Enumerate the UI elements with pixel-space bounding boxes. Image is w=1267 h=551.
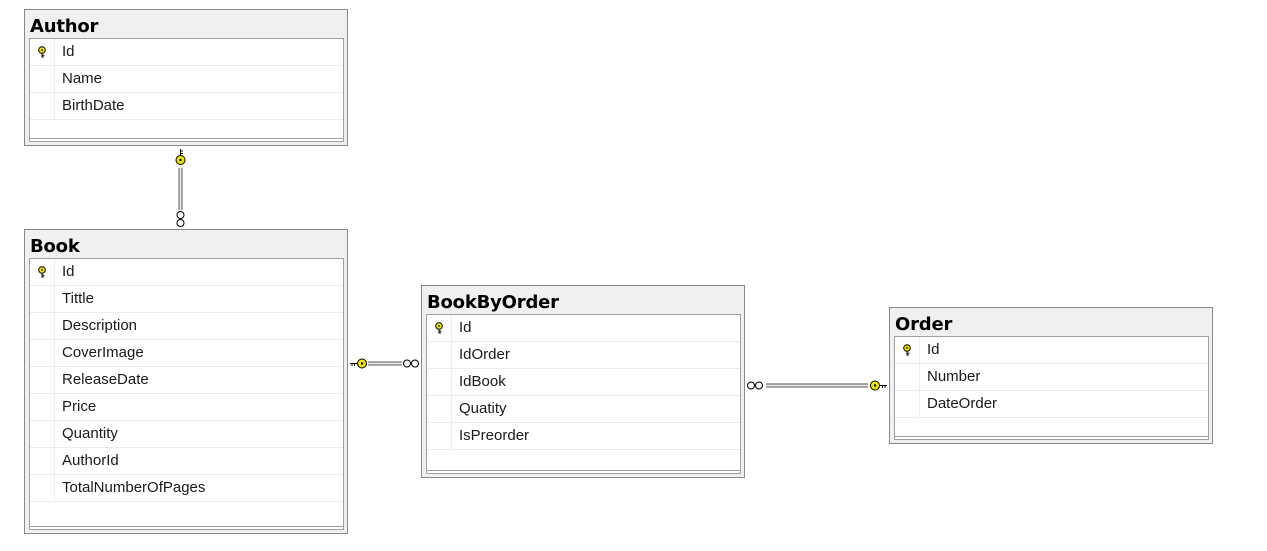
column-name: Number — [927, 368, 981, 385]
column-row[interactable]: IdOrder — [427, 342, 740, 369]
relationship-bookbyorder-order[interactable] — [747, 380, 888, 391]
key-icon — [175, 149, 186, 165]
table-title: Book — [30, 236, 80, 257]
key-icon — [350, 358, 367, 369]
infinity-icon — [747, 381, 763, 390]
column-row[interactable]: IsPreorder — [427, 423, 740, 450]
table-title: BookByOrder — [427, 292, 559, 313]
column-row[interactable]: Description — [30, 313, 343, 340]
key-cell — [30, 313, 55, 339]
column-row[interactable]: Price — [30, 394, 343, 421]
key-cell — [30, 394, 55, 420]
key-cell — [427, 342, 452, 368]
column-name: Name — [62, 70, 103, 87]
column-name: BirthDate — [62, 97, 125, 114]
column-name: DateOrder — [927, 395, 998, 412]
column-row[interactable]: CoverImage — [30, 340, 343, 367]
infinity-icon — [176, 211, 185, 227]
key-cell — [30, 286, 55, 312]
column-row[interactable]: Name — [30, 66, 343, 93]
column-name: Id — [459, 319, 472, 336]
column-row[interactable]: DateOrder — [895, 391, 1208, 418]
key-cell — [30, 39, 55, 65]
column-row[interactable]: Id — [30, 259, 343, 286]
column-row[interactable]: AuthorId — [30, 448, 343, 475]
column-name: Id — [62, 43, 75, 60]
column-row[interactable]: BirthDate — [30, 93, 343, 120]
key-cell — [30, 367, 55, 393]
column-name: IdOrder — [459, 346, 510, 363]
column-name: Quantity — [62, 425, 118, 442]
table-title: Order — [895, 314, 953, 335]
key-cell — [30, 340, 55, 366]
key-cell — [895, 337, 920, 363]
column-name: Id — [62, 263, 75, 280]
key-cell — [30, 475, 55, 501]
column-row[interactable]: Number — [895, 364, 1208, 391]
key-cell — [427, 396, 452, 422]
column-name: CoverImage — [62, 344, 144, 361]
key-cell — [427, 315, 452, 341]
key-cell — [30, 66, 55, 92]
table-title: Author — [30, 16, 99, 37]
column-row[interactable]: Id — [30, 39, 343, 66]
key-cell — [30, 448, 55, 474]
column-name: AuthorId — [62, 452, 119, 469]
relationship-book-bookbyorder[interactable] — [350, 358, 419, 369]
key-cell — [895, 364, 920, 390]
column-row[interactable]: ReleaseDate — [30, 367, 343, 394]
key-cell — [30, 259, 55, 285]
key-cell — [895, 391, 920, 417]
column-name: Quatity — [459, 400, 507, 417]
column-name: Tittle — [62, 290, 94, 307]
column-row[interactable]: TotalNumberOfPages — [30, 475, 343, 502]
column-row[interactable]: IdBook — [427, 369, 740, 396]
column-row[interactable]: Tittle — [30, 286, 343, 313]
key-cell — [427, 369, 452, 395]
relationship-author-book[interactable] — [175, 149, 186, 227]
column-row[interactable]: Id — [895, 337, 1208, 364]
key-cell — [427, 423, 452, 449]
key-icon — [870, 380, 887, 391]
column-name: IdBook — [459, 373, 506, 390]
column-name: ReleaseDate — [62, 371, 149, 388]
key-cell — [30, 93, 55, 119]
column-name: IsPreorder — [459, 427, 530, 444]
key-cell — [30, 421, 55, 447]
column-row[interactable]: Quatity — [427, 396, 740, 423]
column-row[interactable]: Quantity — [30, 421, 343, 448]
column-name: Price — [62, 398, 97, 415]
infinity-icon — [403, 359, 419, 368]
column-name: Id — [927, 341, 940, 358]
column-name: TotalNumberOfPages — [62, 479, 206, 496]
column-name: Description — [62, 317, 138, 334]
column-row[interactable]: Id — [427, 315, 740, 342]
